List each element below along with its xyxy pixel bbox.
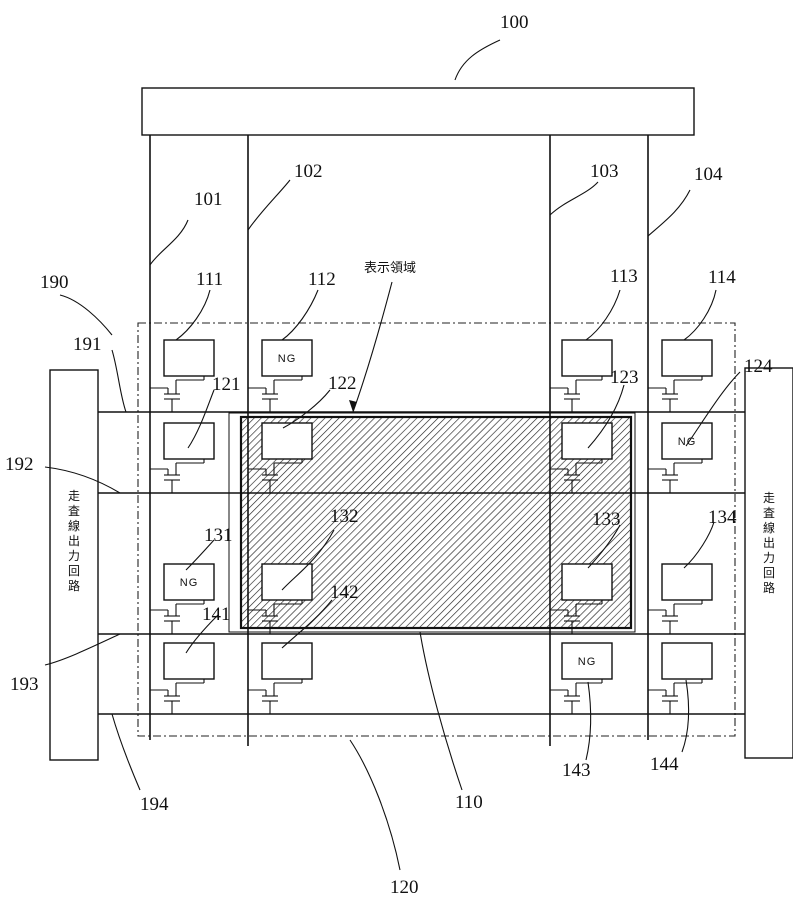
driver-char: 出: [68, 534, 80, 548]
left-scan-driver-label: 走査線出力回路: [68, 489, 80, 593]
ng-label-131: NG: [180, 577, 199, 589]
driver-char: 走: [68, 489, 80, 503]
label-141: 141: [202, 604, 231, 625]
label-114: 114: [708, 267, 736, 288]
pixel-electrode-114: [662, 340, 712, 376]
pixel-121: [150, 423, 214, 493]
label-112: 112: [308, 269, 336, 290]
label-144: 144: [650, 754, 679, 775]
ng-label-143: NG: [578, 656, 597, 668]
label-192: 192: [5, 454, 34, 475]
label-103: 103: [590, 161, 619, 182]
label-100: 100: [500, 12, 529, 33]
ng-label-112: NG: [278, 353, 297, 365]
driver-char: 査: [68, 504, 80, 518]
label-102: 102: [294, 161, 323, 182]
pixel-electrode-144: [662, 643, 712, 679]
pixel-electrode-122: [262, 423, 312, 459]
pixel-electrode-134: [662, 564, 712, 600]
pixel-electrode-142: [262, 643, 312, 679]
label-111: 111: [196, 269, 223, 290]
pixel-electrode-132: [262, 564, 312, 600]
label-110: 110: [455, 792, 483, 813]
pixel-144: [648, 643, 712, 714]
right-scan-driver-label: 走査線出力回路: [763, 491, 775, 595]
label-142: 142: [330, 582, 359, 603]
driver-char: 回: [68, 564, 80, 578]
label-191: 191: [73, 334, 102, 355]
label-101: 101: [194, 189, 223, 210]
label-133: 133: [592, 509, 621, 530]
data-driver-block: [142, 88, 694, 135]
pixel-114: [648, 340, 712, 412]
driver-char: 路: [68, 578, 80, 593]
driver-char: 走: [763, 491, 775, 505]
pixel-124: NG: [648, 423, 712, 493]
driver-char: 回: [763, 566, 775, 580]
display-area-label: 表示領域: [364, 260, 416, 276]
driver-char: 力: [763, 551, 775, 565]
pixel-134: [648, 564, 712, 634]
driver-char: 路: [763, 580, 775, 595]
pixel-143: NG: [550, 643, 612, 714]
label-143: 143: [562, 760, 591, 781]
pixel-electrode-133: [562, 564, 612, 600]
label-194: 194: [140, 794, 169, 815]
pixel-111: [150, 340, 214, 412]
label-120: 120: [390, 877, 419, 898]
driver-char: 力: [68, 549, 80, 563]
label-113: 113: [610, 266, 638, 287]
pixel-141: [150, 643, 214, 714]
pixel-electrode-113: [562, 340, 612, 376]
driver-char: 査: [763, 506, 775, 520]
label-123: 123: [610, 367, 639, 388]
pixel-electrode-121: [164, 423, 214, 459]
label-131: 131: [204, 525, 233, 546]
pixel-142: [248, 643, 312, 714]
driver-char: 出: [763, 536, 775, 550]
ng-label-124: NG: [678, 436, 697, 448]
pixel-electrode-123: [562, 423, 612, 459]
driver-char: 線: [763, 520, 775, 535]
label-121: 121: [212, 374, 241, 395]
pixel-113: [550, 340, 612, 412]
label-134: 134: [708, 507, 737, 528]
driver-char: 線: [68, 518, 80, 533]
label-193: 193: [10, 674, 39, 695]
pixel-electrode-111: [164, 340, 214, 376]
label-132: 132: [330, 506, 359, 527]
label-104: 104: [694, 164, 723, 185]
pixel-112: NG: [248, 340, 312, 412]
label-122: 122: [328, 373, 357, 394]
label-190: 190: [40, 272, 69, 293]
label-124: 124: [744, 356, 773, 377]
